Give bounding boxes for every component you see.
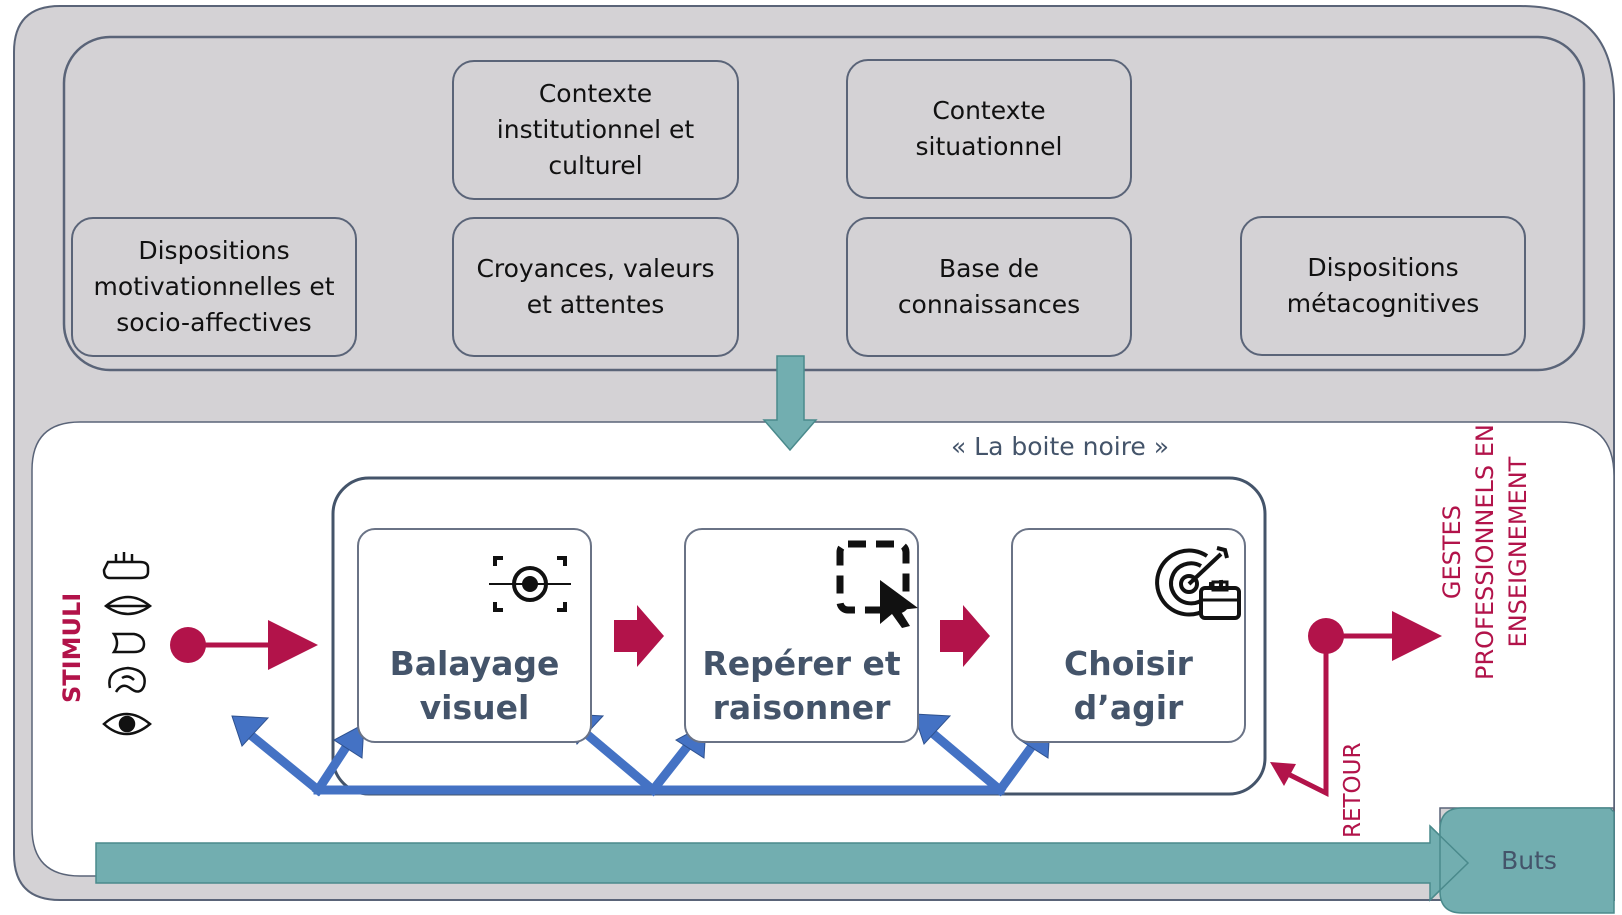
eye-scan-icon (489, 556, 571, 612)
stimuli-label: STIMULI (58, 592, 86, 703)
ear-icon (108, 666, 146, 693)
target-briefcase-icon (1155, 546, 1241, 620)
step-arrow-2 (940, 605, 990, 667)
motivational-dispositions-box: Dispositions motivationnelles et socio-a… (71, 217, 357, 357)
context-down-arrow (762, 355, 818, 452)
mouth-icon (103, 595, 153, 616)
process-visual-scan-label: Balayage visuel (389, 644, 560, 727)
context-institutional-label: Contexte institutionnel et culturel (496, 79, 695, 180)
beliefs-box: Croyances, valeurs et attentes (452, 217, 739, 357)
feedback-arrowhead (1270, 762, 1296, 786)
nose-icon (111, 632, 146, 654)
black-box-title: « La boite noire » (950, 432, 1170, 461)
context-situational-box: Contexte situationnel (846, 59, 1132, 199)
context-institutional-box: Contexte institutionnel et culturel (452, 60, 739, 200)
output-label-line1: GESTES (1438, 505, 1466, 600)
knowledge-base-box: Base de connaissances (846, 217, 1132, 357)
process-choose-act: Choisir d’agir (1011, 528, 1246, 743)
step-arrow-1 (614, 605, 664, 667)
goals-box (1439, 807, 1615, 914)
goals-label: Buts (1501, 846, 1557, 875)
output-label-line2: PROFESSIONNELS EN (1471, 424, 1499, 680)
eye-icon (102, 712, 152, 736)
context-container (62, 35, 1586, 372)
senses-icons (102, 552, 153, 736)
knowledge-base-label: Base de connaissances (897, 254, 1081, 319)
beliefs-label: Croyances, valeurs et attentes (476, 254, 715, 319)
context-situational-label: Contexte situationnel (915, 96, 1063, 161)
process-choose-act-label: Choisir d’agir (1064, 644, 1193, 727)
metacognitive-dispositions-box: Dispositions métacognitives (1240, 216, 1526, 356)
motivational-dispositions-label: Dispositions motivationnelles et socio-a… (93, 236, 335, 337)
hand-icon (102, 552, 150, 580)
process-identify-reason: Repérer et raisonner (684, 528, 919, 743)
feedback-label: RETOUR (1340, 742, 1366, 838)
cursor-selection-icon (836, 540, 918, 628)
process-identify-reason-label: Repérer et raisonner (702, 644, 901, 727)
output-label-line3: ENSEIGNEMENT (1504, 456, 1532, 648)
metacognitive-dispositions-label: Dispositions métacognitives (1286, 253, 1480, 318)
process-visual-scan: Balayage visuel (357, 528, 592, 743)
output-label: GESTES PROFESSIONNELS EN ENSEIGNEMENT (1436, 424, 1535, 680)
